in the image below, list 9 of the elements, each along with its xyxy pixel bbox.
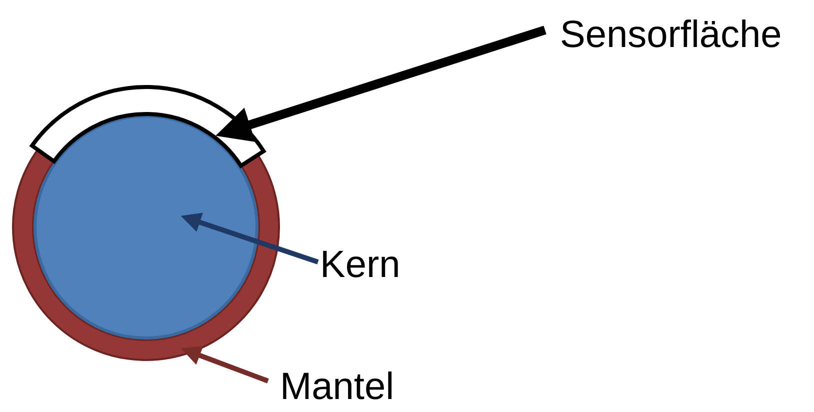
callout-label: Mantel — [280, 368, 394, 406]
sensor-surface-band — [30, 85, 266, 168]
mantle-ring — [12, 114, 280, 361]
leader-arrow — [181, 346, 269, 384]
callout-label: Sensorfläche — [560, 16, 782, 54]
leader-arrow — [180, 212, 319, 264]
callout-label: Kern — [320, 246, 400, 284]
leader-arrow — [216, 26, 546, 142]
core-circle — [34, 114, 258, 340]
